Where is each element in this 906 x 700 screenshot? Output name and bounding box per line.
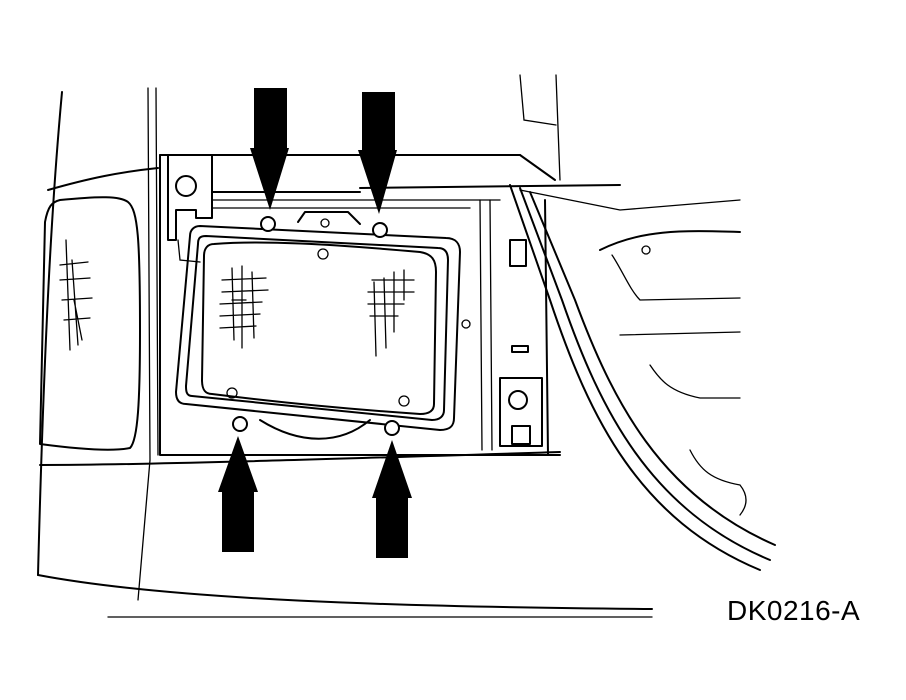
arrow-up-right-icon xyxy=(372,440,412,558)
mounting-bracket xyxy=(167,154,213,263)
arrow-down-right-icon xyxy=(358,92,397,214)
screw-upper-right xyxy=(372,222,388,238)
headlamp-retaining-ring xyxy=(175,211,461,440)
arrow-up-left-icon xyxy=(218,436,258,552)
side-lamp-lens xyxy=(39,196,141,451)
screw-upper-left xyxy=(260,216,276,232)
right-side-bracket xyxy=(461,239,543,447)
arrow-down-left-icon xyxy=(250,88,289,210)
screw-lower-right xyxy=(384,420,400,436)
headlamp-lens xyxy=(201,241,437,415)
figure-id-label: DK0216-A xyxy=(727,595,861,626)
radiator-support xyxy=(159,74,621,456)
retaining-screws xyxy=(232,216,400,436)
screw-lower-left xyxy=(232,416,248,432)
callout-arrows xyxy=(218,88,412,558)
grille-panel xyxy=(509,184,776,571)
